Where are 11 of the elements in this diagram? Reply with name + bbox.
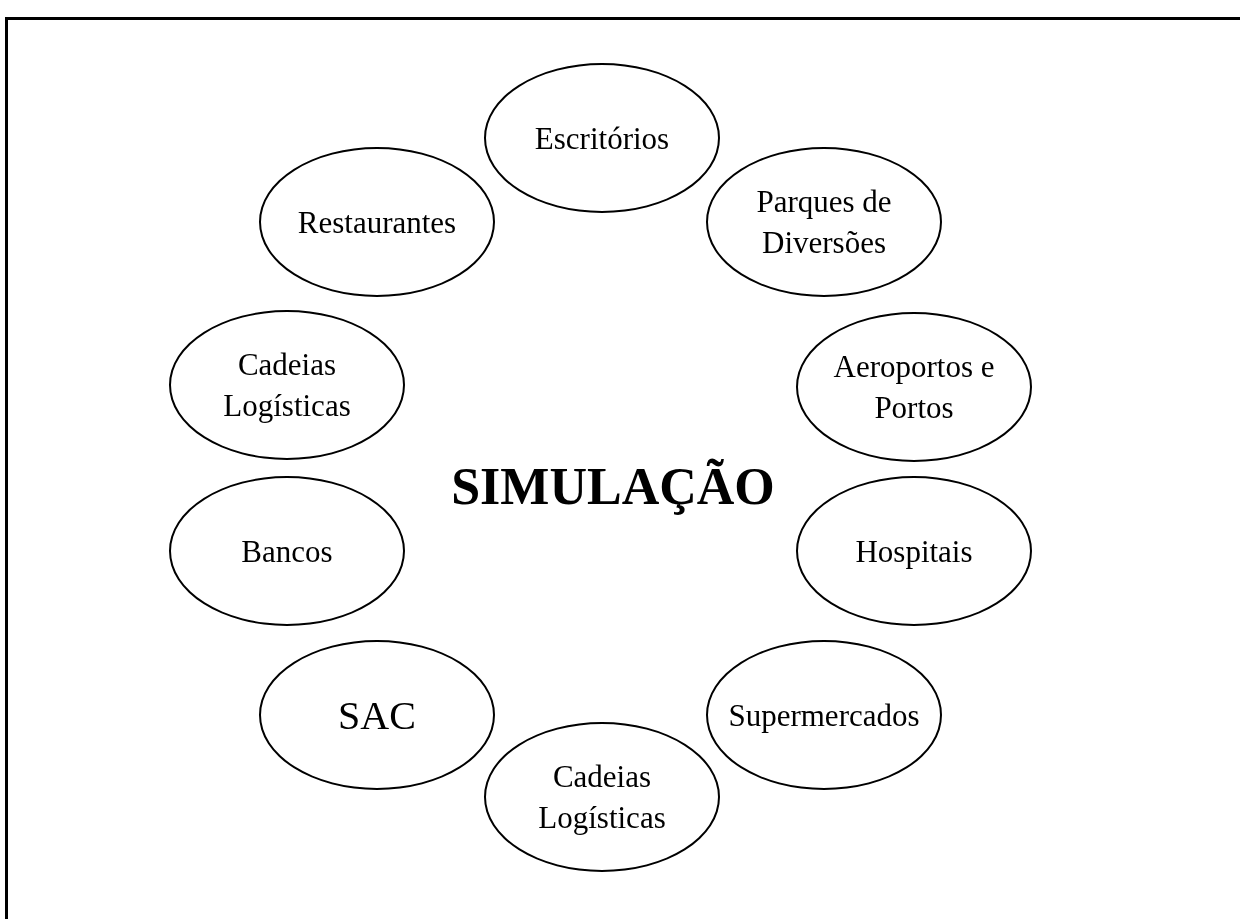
application-label: Cadeias Logísticas: [222, 346, 352, 425]
center-title: SIMULAÇÃO: [450, 457, 776, 517]
application-label: Bancos: [241, 532, 333, 571]
application-label: Parques de Diversões: [755, 183, 893, 262]
application-label: Restaurantes: [297, 203, 457, 242]
application-label: SAC: [338, 694, 416, 736]
application-label: Escritórios: [534, 119, 670, 158]
application-label: Cadeias Logísticas: [537, 758, 667, 837]
application-label: Supermercados: [728, 696, 920, 735]
application-label: Hospitais: [855, 532, 973, 571]
application-label: Aeroportos e Portos: [832, 348, 996, 427]
